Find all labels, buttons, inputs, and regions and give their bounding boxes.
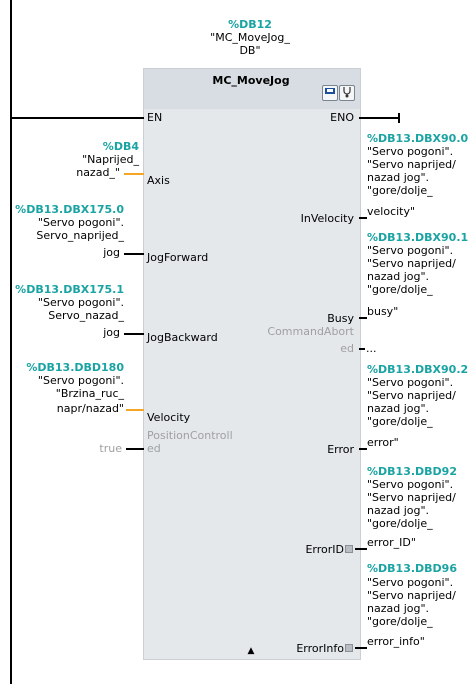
pin-busy[interactable]: Busy — [327, 312, 354, 325]
commandaborted-value[interactable]: ... — [366, 342, 377, 355]
jogbackward-symbol-3[interactable]: jog — [103, 326, 120, 339]
busy-wire — [359, 317, 367, 319]
en-wire — [11, 117, 144, 119]
errorid-symbol-3[interactable]: nazad jog". — [367, 504, 430, 517]
axis-symbol-1[interactable]: "Naprijed_ — [82, 153, 139, 166]
invelocity-symbol-1[interactable]: "Servo pogoni". — [367, 145, 454, 158]
errorinfo-symbol-1[interactable]: "Servo pogoni". — [367, 576, 454, 589]
invelocity-wire — [359, 217, 367, 219]
eno-wire — [359, 117, 399, 119]
error-symbol-4[interactable]: "gore/dolje_ — [367, 415, 433, 428]
instance-db-name-2[interactable]: DB" — [239, 44, 261, 57]
error-symbol-5[interactable]: error" — [367, 436, 399, 449]
pin-en[interactable]: EN — [147, 111, 163, 124]
jogforward-symbol-3[interactable]: jog — [103, 246, 120, 259]
invelocity-symbol-4[interactable]: "gore/dolje_ — [367, 184, 433, 197]
busy-symbol-4[interactable]: "gore/dolje_ — [367, 283, 433, 296]
invelocity-symbol-5[interactable]: velocity" — [367, 205, 416, 218]
pin-velocity[interactable]: Velocity — [147, 411, 191, 424]
errorinfo-wire — [355, 647, 367, 649]
invelocity-symbol-2[interactable]: "Servo naprijed/ — [367, 158, 456, 171]
axis-wire — [124, 173, 144, 175]
velocity-symbol-1[interactable]: "Servo pogoni". — [37, 374, 124, 387]
error-wire — [359, 448, 367, 450]
error-address[interactable]: %DB13.DBX90.2 — [367, 363, 468, 376]
instance-db-name-1[interactable]: "MC_MoveJog_ — [210, 31, 290, 44]
pin-positioncontrolled-2[interactable]: ed — [147, 442, 161, 455]
busy-symbol-3[interactable]: nazad jog". — [367, 270, 430, 283]
pin-eno[interactable]: ENO — [330, 111, 354, 124]
jogbackward-address[interactable]: %DB13.DBX175.1 — [15, 283, 124, 296]
errorinfo-symbol-2[interactable]: "Servo naprijed/ — [367, 589, 456, 602]
eno-wire-end — [398, 113, 400, 123]
axis-address[interactable]: %DB4 — [102, 140, 139, 153]
positioncontrolled-value[interactable]: true — [99, 442, 122, 455]
error-symbol-2[interactable]: "Servo naprijed/ — [367, 389, 456, 402]
jogforward-address[interactable]: %DB13.DBX175.0 — [15, 203, 124, 216]
error-symbol-1[interactable]: "Servo pogoni". — [367, 376, 454, 389]
invelocity-symbol-3[interactable]: nazad jog". — [367, 171, 430, 184]
pin-errorid[interactable]: ErrorID — [305, 543, 344, 556]
errorid-address[interactable]: %DB13.DBD92 — [367, 465, 457, 478]
stethoscope-icon[interactable] — [339, 85, 355, 101]
busy-symbol-2[interactable]: "Servo naprijed/ — [367, 257, 456, 270]
velocity-symbol-3[interactable]: napr/nazad" — [56, 402, 124, 415]
errorid-connector-icon — [345, 545, 353, 553]
errorid-symbol-2[interactable]: "Servo naprijed/ — [367, 491, 456, 504]
errorinfo-symbol-3[interactable]: nazad jog". — [367, 602, 430, 615]
pin-jogforward[interactable]: JogForward — [147, 251, 209, 264]
errorid-symbol-1[interactable]: "Servo pogoni". — [367, 478, 454, 491]
expand-arrow-icon[interactable]: ▲ — [247, 646, 255, 656]
power-rail — [10, 0, 12, 684]
jogbackward-symbol-1[interactable]: "Servo pogoni". — [37, 296, 124, 309]
pin-jogbackward[interactable]: JogBackward — [147, 331, 218, 344]
errorid-symbol-4[interactable]: "gore/dolje_ — [367, 517, 433, 530]
instance-db-address[interactable]: %DB12 — [228, 18, 272, 31]
errorid-wire — [355, 548, 367, 550]
velocity-symbol-2[interactable]: "Brzina_ruc_ — [55, 387, 124, 400]
busy-symbol-1[interactable]: "Servo pogoni". — [367, 244, 454, 257]
jogbackward-symbol-2[interactable]: Servo_nazad_ — [48, 309, 124, 322]
errorinfo-connector-icon — [345, 644, 353, 652]
pin-invelocity[interactable]: InVelocity — [300, 212, 354, 225]
jogforward-symbol-2[interactable]: Servo_naprijed_ — [36, 229, 124, 242]
jogbackward-wire — [124, 333, 144, 335]
pin-commandaborted-2[interactable]: ed — [340, 342, 354, 355]
errorinfo-symbol-4[interactable]: "gore/dolje_ — [367, 615, 433, 628]
pin-error[interactable]: Error — [327, 443, 354, 456]
pin-axis[interactable]: Axis — [147, 174, 170, 187]
pin-errorinfo[interactable]: ErrorInfo — [296, 642, 344, 655]
errorid-symbol-5[interactable]: error_ID" — [367, 536, 416, 549]
errorinfo-address[interactable]: %DB13.DBD96 — [367, 562, 457, 575]
pin-positioncontrolled-1[interactable]: PositionControll — [147, 429, 233, 442]
function-block[interactable] — [143, 68, 361, 660]
axis-symbol-2[interactable]: nazad_" — [76, 166, 120, 179]
velocity-wire — [126, 409, 144, 411]
jogforward-symbol-1[interactable]: "Servo pogoni". — [37, 216, 124, 229]
velocity-address[interactable]: %DB13.DBD180 — [26, 361, 124, 374]
jogforward-wire — [124, 253, 144, 255]
pin-commandaborted-1[interactable]: CommandAbort — [267, 325, 354, 338]
errorinfo-symbol-5[interactable]: error_info" — [367, 635, 425, 648]
busy-address[interactable]: %DB13.DBX90.1 — [367, 231, 468, 244]
positioncontrolled-wire — [126, 448, 144, 450]
block-title: MC_MoveJog — [212, 74, 290, 87]
busy-symbol-5[interactable]: busy" — [367, 305, 399, 318]
invelocity-address[interactable]: %DB13.DBX90.0 — [367, 132, 468, 145]
error-symbol-3[interactable]: nazad jog". — [367, 402, 430, 415]
commandaborted-wire — [359, 348, 365, 350]
monitor-icon[interactable] — [322, 85, 338, 101]
